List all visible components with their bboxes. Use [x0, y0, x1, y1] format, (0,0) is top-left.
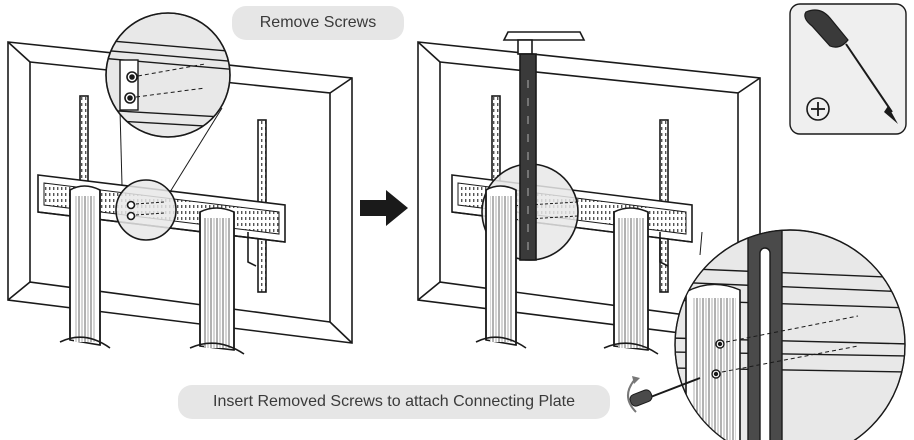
- connecting-plate: [502, 31, 586, 261]
- insert-screws-label: Insert Removed Screws to attach Connecti…: [178, 385, 610, 419]
- stand-pole-right-b: [603, 207, 659, 355]
- remove-screws-label: Remove Screws: [232, 6, 404, 40]
- tool-box: [789, 3, 907, 135]
- hook-left: [247, 232, 257, 267]
- stand-pole-left-a: [59, 185, 111, 349]
- hook-right: [659, 232, 669, 267]
- direction-arrow: [360, 190, 408, 226]
- screwdriver-small-icon: [627, 376, 701, 413]
- screw-location-circle-left: [115, 179, 177, 241]
- zoom-callout-insert-screws: [674, 229, 906, 440]
- left-scene: [7, 12, 353, 355]
- stand-pole-left-b: [189, 207, 245, 355]
- stand-pole-right-a: [475, 185, 527, 349]
- right-scene: [417, 31, 761, 355]
- zoom-callout-remove-screws: [105, 12, 231, 138]
- phillips-screwdriver-icon: [804, 9, 898, 124]
- phillips-head-symbol-icon: [806, 97, 830, 121]
- remove-screws-text: Remove Screws: [259, 14, 377, 31]
- insert-screws-text: Insert Removed Screws to attach Connecti…: [213, 393, 575, 410]
